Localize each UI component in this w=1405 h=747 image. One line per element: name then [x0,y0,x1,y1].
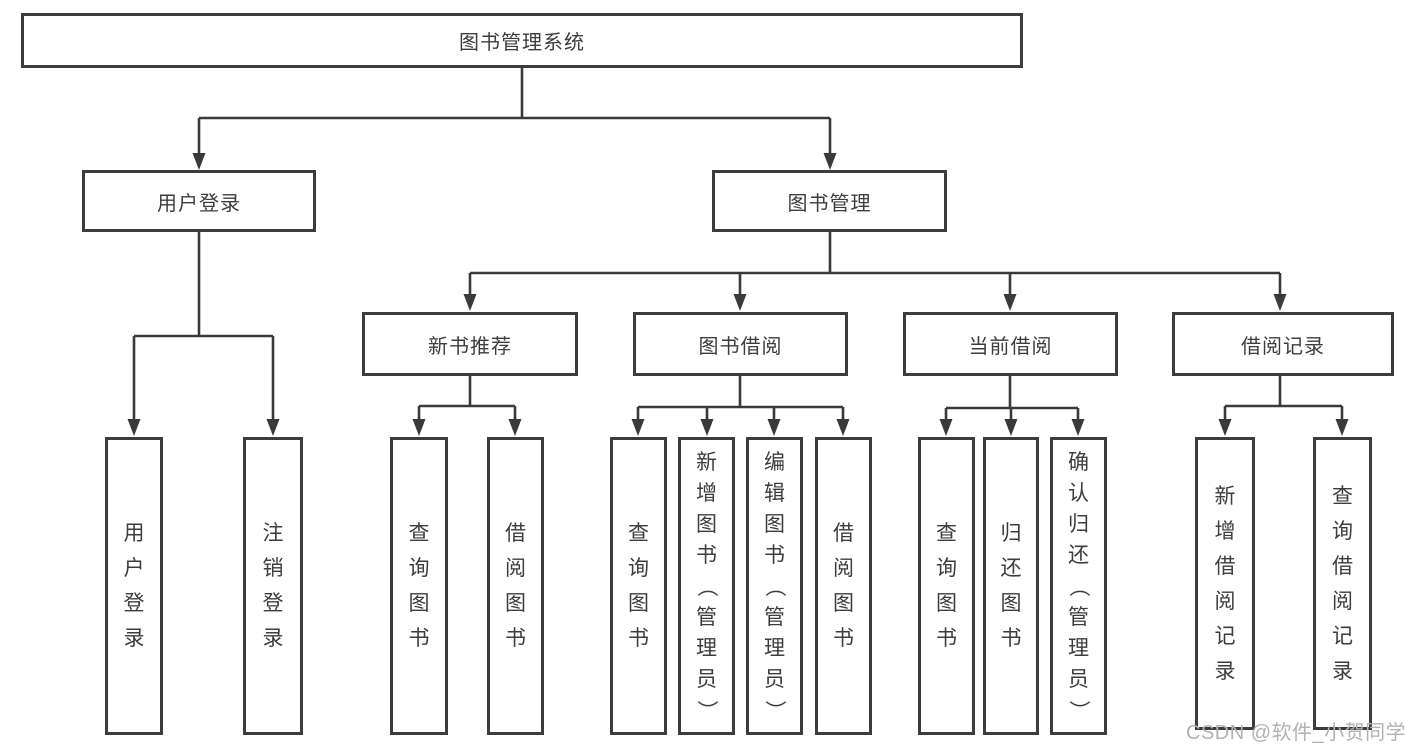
leaf-add-book-admin-label: 新增图书（管理员） [695,450,718,721]
leaf-edit-book-admin: 编辑图书（管理员） [746,437,803,735]
leaf-confirm-return-admin-label: 确认归还（管理员） [1067,450,1090,721]
leaf-logout-label: 注销登录 [262,522,284,650]
leaf-add-borrow-record-label: 新增借阅记录 [1214,484,1236,683]
node-book-management: 图书管理 [712,170,947,232]
leaf-edit-book-admin-label: 编辑图书（管理员） [763,450,786,721]
leaf-query-books-recommend-label: 查询图书 [408,522,430,650]
leaf-user-login: 用户登录 [105,437,163,735]
leaf-query-borrow-record: 查询借阅记录 [1313,437,1372,730]
node-current-borrow-label: 当前借阅 [968,335,1053,358]
leaf-add-borrow-record: 新增借阅记录 [1195,437,1255,730]
leaf-logout: 注销登录 [243,437,303,735]
node-new-book-recommend-label: 新书推荐 [428,335,512,358]
leaf-query-books-current-label: 查询图书 [936,522,957,650]
node-user-login: 用户登录 [82,170,316,232]
node-current-borrow: 当前借阅 [903,312,1118,376]
leaf-borrow-books-recommend: 借阅图书 [487,437,544,735]
node-book-borrow: 图书借阅 [633,312,848,376]
leaf-query-books-current: 查询图书 [918,437,975,735]
leaf-confirm-return-admin: 确认归还（管理员） [1050,437,1107,735]
node-borrow-records-label: 借阅记录 [1241,335,1325,358]
leaf-query-books-recommend: 查询图书 [390,437,448,735]
leaf-query-books-borrow: 查询图书 [610,437,667,735]
node-book-management-label: 图书管理 [787,192,872,215]
leaf-query-books-borrow-label: 查询图书 [628,522,649,650]
leaf-add-book-admin: 新增图书（管理员） [678,437,735,735]
leaf-borrow-books-recommend-label: 借阅图书 [505,522,526,650]
leaf-return-books-label: 归还图书 [1000,522,1022,650]
node-book-borrow-label: 图书借阅 [698,335,783,358]
node-root: 图书管理系统 [21,13,1023,68]
leaf-borrow-books-2: 借阅图书 [815,437,872,735]
watermark: CSDN @软件_小贺同学 [1186,722,1405,744]
node-user-login-label: 用户登录 [157,192,241,215]
node-root-label: 图书管理系统 [459,32,585,54]
node-borrow-records: 借阅记录 [1172,312,1394,376]
leaf-borrow-books-2-label: 借阅图书 [833,522,854,650]
node-new-book-recommend: 新书推荐 [362,312,578,376]
leaf-return-books: 归还图书 [983,437,1039,735]
leaf-user-login-label: 用户登录 [123,522,145,650]
leaf-query-borrow-record-label: 查询借阅记录 [1332,484,1353,683]
